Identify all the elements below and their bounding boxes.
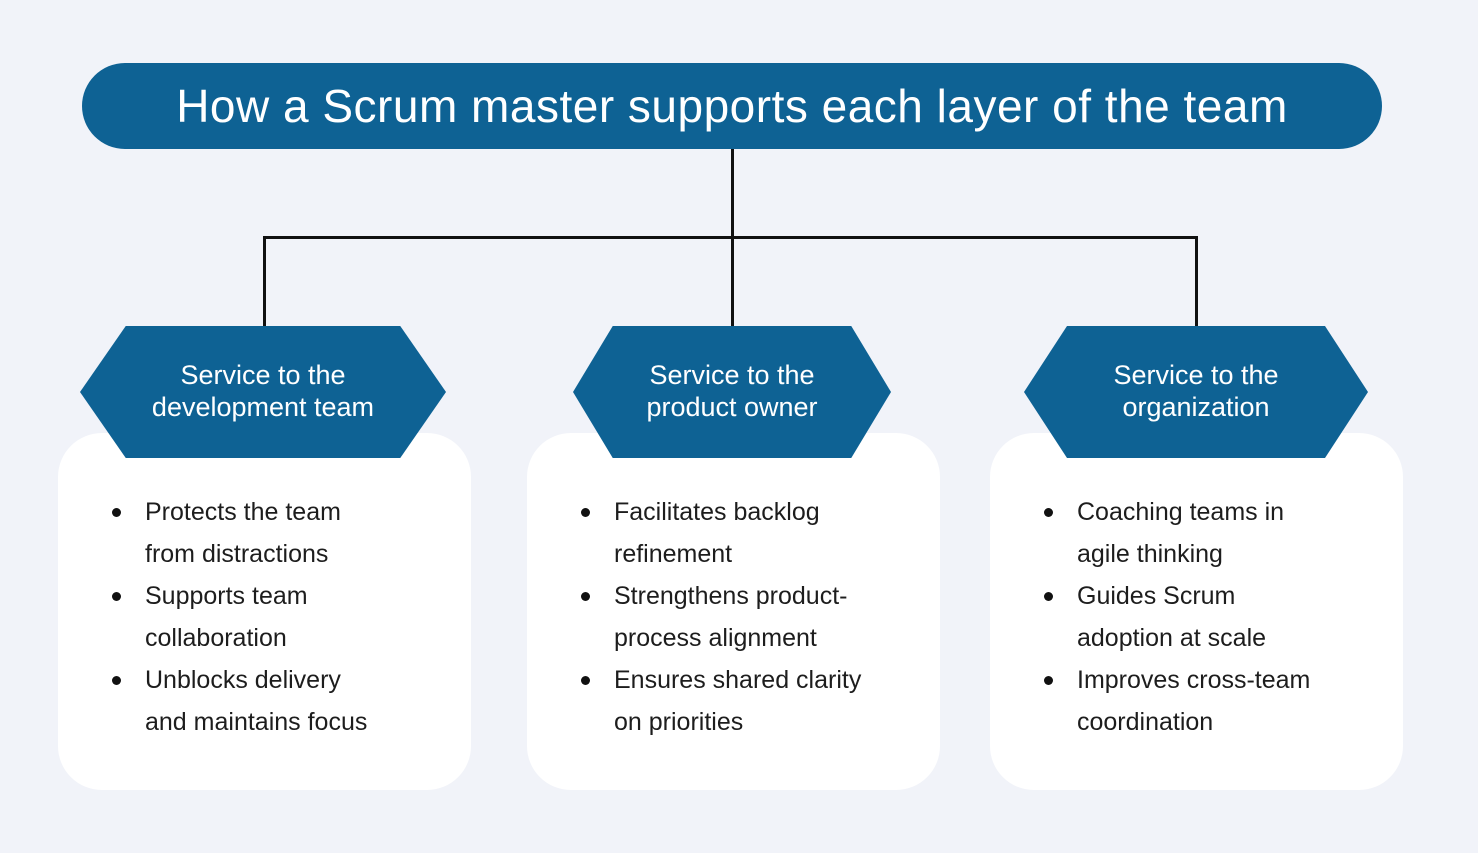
diagram-title: How a Scrum master supports each layer o…: [176, 80, 1288, 132]
branch-label: Service to the development team: [151, 360, 375, 422]
bullet-list: Protects the team from distractions Supp…: [58, 433, 471, 743]
bullet-item: Unblocks delivery and maintains focus: [108, 659, 447, 743]
bullet-list: Facilitates backlog refinement Strengthe…: [527, 433, 940, 743]
branch-card-development-team: Protects the team from distractions Supp…: [58, 433, 471, 790]
bullet-item: Improves cross-team coordination: [1040, 659, 1379, 743]
bullet-item: Coaching teams in agile thinking: [1040, 491, 1379, 575]
branch-label: Service to the product owner: [646, 360, 818, 422]
bullet-item: Protects the team from distractions: [108, 491, 447, 575]
branch-label: Service to the organization: [1113, 360, 1279, 422]
bullet-item: Guides Scrum adoption at scale: [1040, 575, 1379, 659]
connector-drop-center: [731, 236, 734, 329]
connector-horizontal-bar: [263, 236, 1198, 239]
branch-header-organization: Service to the organization: [1024, 326, 1368, 458]
title-banner: How a Scrum master supports each layer o…: [82, 63, 1382, 149]
branch-card-product-owner: Facilitates backlog refinement Strengthe…: [527, 433, 940, 790]
bullet-item: Strengthens product- process alignment: [577, 575, 916, 659]
branch-header-product-owner: Service to the product owner: [573, 326, 891, 458]
bullet-item: Facilitates backlog refinement: [577, 491, 916, 575]
connector-stem: [731, 148, 734, 239]
branch-card-organization: Coaching teams in agile thinking Guides …: [990, 433, 1403, 790]
bullet-list: Coaching teams in agile thinking Guides …: [990, 433, 1403, 743]
connector-drop-right: [1195, 236, 1198, 329]
branch-header-development-team: Service to the development team: [80, 326, 446, 458]
bullet-item: Ensures shared clarity on priorities: [577, 659, 916, 743]
connector-drop-left: [263, 236, 266, 329]
bullet-item: Supports team collaboration: [108, 575, 447, 659]
